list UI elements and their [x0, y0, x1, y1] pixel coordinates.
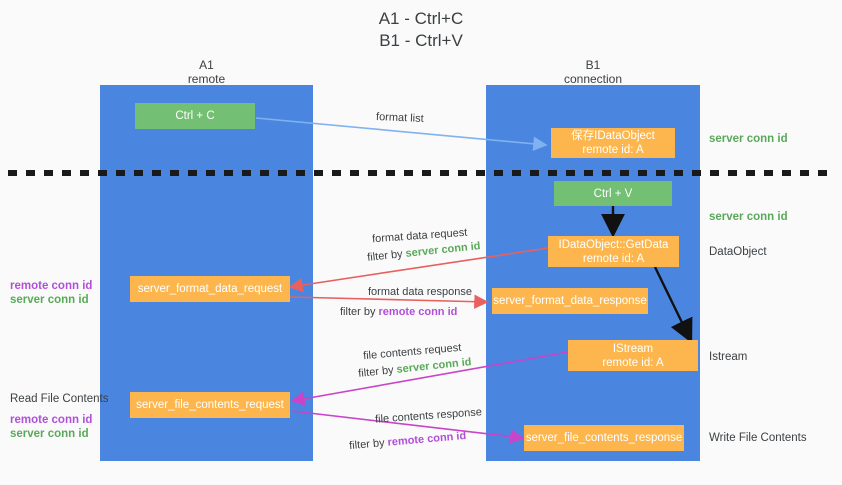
left-label-read-file-contents: Read File Contents [10, 393, 109, 405]
right-label-write-file-contents: Write File Contents [709, 432, 807, 444]
column-header-a1: A1 remote [100, 58, 313, 86]
column-header-a1-name: A1 [199, 58, 214, 72]
left-label-file-server-conn-id: server conn id [10, 428, 89, 440]
edge-label-file-contents-response: file contents response [374, 406, 483, 426]
left-label-format-remote-conn-id: remote conn id [10, 280, 93, 292]
node-save-idataobject-line2: remote id: A [582, 144, 644, 156]
node-save-idataobject-line1: 保存IDataObject [571, 130, 655, 142]
node-idataobject-getdata-line1: IDataObject::GetData [558, 238, 669, 251]
node-server-file-contents-response[interactable]: server_file_contents_response [524, 425, 684, 451]
node-istream-line2: remote id: A [602, 356, 664, 369]
column-header-b1-sub: connection [563, 72, 623, 86]
edge-label-format-data-response-filter: filter by remote conn id [340, 305, 457, 319]
node-ctrl-v[interactable]: Ctrl + V [554, 181, 672, 206]
node-ctrl-c-label: Ctrl + C [175, 110, 215, 122]
column-header-b1: B1 connection [486, 58, 700, 86]
filter-key-remote-conn-id-1: remote conn id [378, 306, 458, 318]
right-label-istream: Istream [709, 351, 748, 363]
left-label-file-remote-conn-id: remote conn id [10, 414, 93, 426]
node-ctrl-v-label: Ctrl + V [593, 187, 633, 200]
filter-prefix-3: filter by [357, 363, 398, 380]
right-label-server-conn-id-2: server conn id [709, 211, 788, 223]
edge-label-format-list: format list [375, 110, 424, 126]
title-line-1: A1 - Ctrl+C [378, 9, 464, 28]
node-idataobject-getdata-line2: remote id: A [582, 252, 645, 265]
page-title: A1 - Ctrl+C B1 - Ctrl+V [0, 8, 842, 52]
node-istream[interactable]: IStream remote id: A [568, 340, 698, 371]
node-server-file-contents-request-label: server_file_contents_request [136, 399, 284, 411]
filter-key-remote-conn-id-2: remote conn id [387, 429, 467, 449]
node-server-format-data-response[interactable]: server_format_data_response [492, 288, 648, 314]
node-server-format-data-request-label: server_format_data_request [137, 283, 283, 295]
column-header-b1-name: B1 [585, 58, 601, 72]
filter-prefix-1: filter by [366, 247, 407, 264]
title-line-2: B1 - Ctrl+V [379, 31, 463, 50]
right-label-server-conn-id-1: server conn id [709, 133, 788, 145]
node-server-file-contents-response-label: server_file_contents_response [525, 432, 683, 444]
node-istream-line1: IStream [612, 342, 654, 355]
filter-prefix-4: filter by [348, 436, 389, 453]
right-label-dataobject: DataObject [709, 246, 767, 258]
node-save-idataobject[interactable]: 保存IDataObject remote id: A [551, 128, 675, 158]
node-server-format-data-response-label: server_format_data_response [493, 295, 647, 307]
edge-label-file-contents-response-filter: filter by remote conn id [349, 429, 467, 453]
column-header-a1-sub: remote [187, 72, 226, 86]
left-label-format-server-conn-id: server conn id [10, 294, 89, 306]
edge-label-format-data-response: format data response [368, 286, 472, 298]
node-server-format-data-request[interactable]: server_format_data_request [130, 276, 290, 302]
node-server-file-contents-request[interactable]: server_file_contents_request [130, 392, 290, 418]
filter-prefix-2: filter by [340, 306, 379, 318]
node-ctrl-c[interactable]: Ctrl + C [135, 103, 255, 129]
node-idataobject-getdata[interactable]: IDataObject::GetData remote id: A [548, 236, 679, 267]
